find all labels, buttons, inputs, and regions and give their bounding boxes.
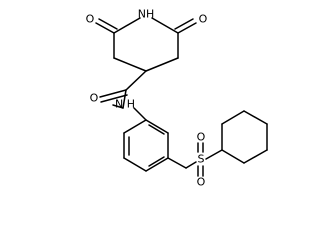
bond (221, 149, 245, 164)
double-bond (177, 22, 197, 34)
bond (151, 17, 179, 34)
double-bond (99, 89, 127, 98)
double-bond (174, 18, 194, 30)
bond (113, 57, 147, 72)
ring-carbonyl-oxygen-left: O (86, 13, 95, 26)
bond (133, 107, 147, 121)
sulfonyl-oxygen-bottom: O (197, 176, 206, 189)
ring-nh-label: NH (138, 8, 155, 21)
bond (145, 57, 179, 72)
bond (243, 110, 268, 125)
atom-labels: NH O O O N H S O O (86, 8, 208, 189)
amide-oxygen-label: O (90, 92, 99, 105)
bond (122, 89, 127, 109)
bond (167, 157, 187, 169)
bond (243, 149, 268, 164)
double-bond (98, 18, 118, 30)
bond (123, 157, 147, 172)
bond (205, 149, 223, 160)
bond (145, 119, 169, 134)
bond (125, 70, 147, 91)
bond (123, 119, 147, 134)
aromatic-bond (148, 124, 165, 135)
sulfonyl-oxygen-top: O (197, 131, 206, 144)
bond (145, 157, 169, 172)
amide-nh-label: N H (115, 98, 135, 111)
sulfur-label: S (198, 153, 205, 166)
bond (185, 161, 197, 169)
aromatic-bond (148, 156, 165, 167)
bonds (95, 17, 268, 177)
double-bond (95, 22, 115, 34)
bond (221, 110, 245, 125)
chemical-structure: NH O O O N H S O O (85, 7, 268, 189)
bond (112, 104, 124, 109)
ring-carbonyl-oxygen-right: O (199, 13, 208, 26)
bond (113, 17, 141, 34)
double-bond (100, 94, 128, 103)
